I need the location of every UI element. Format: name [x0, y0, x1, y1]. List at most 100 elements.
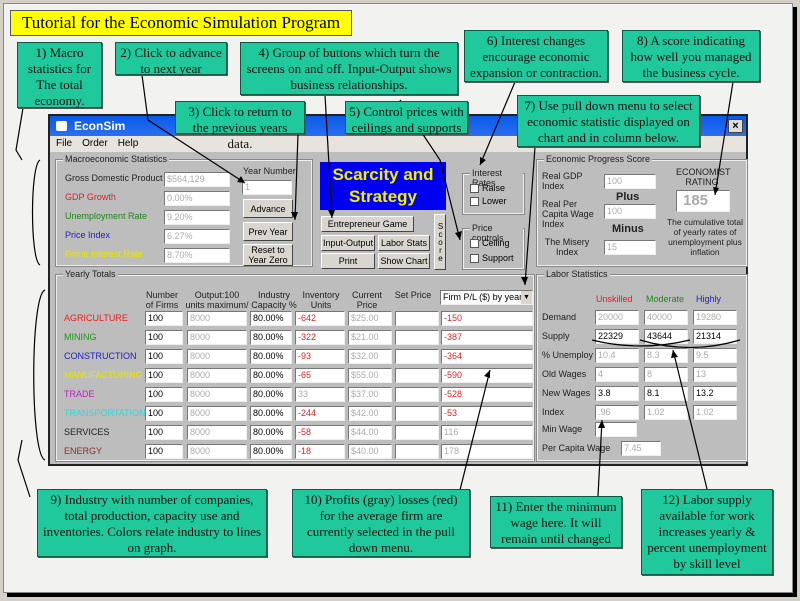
capacity-field: 80.00% — [250, 368, 292, 383]
labor-value-field[interactable]: 21314 — [693, 329, 737, 344]
set-price-input[interactable] — [395, 425, 439, 440]
menu-file[interactable]: File — [56, 138, 73, 149]
callout-8: 8) A score indicating how well you manag… — [622, 30, 760, 82]
set-price-input[interactable] — [395, 349, 439, 364]
industry-name: CONSTRUCTION — [64, 351, 137, 361]
labor-value-field[interactable]: 43644 — [644, 329, 688, 344]
output-field: 8000 — [187, 311, 247, 326]
raise-checkbox[interactable]: Raise — [470, 183, 505, 194]
advance-button[interactable]: Advance — [243, 199, 293, 218]
firms-input[interactable]: 100 — [145, 330, 183, 345]
callout-1: 1) Macro statistics for The total econom… — [17, 42, 102, 108]
statistic-dropdown[interactable]: Firm P/L ($) by year▼ — [440, 290, 533, 305]
ceiling-checkbox[interactable]: Ceiling — [470, 238, 510, 249]
set-price-input[interactable] — [395, 368, 439, 383]
min-wage-label: Min Wage — [542, 424, 583, 434]
output-field: 8000 — [187, 330, 247, 345]
price-controls-group: Price controls Ceiling Support — [462, 223, 525, 270]
set-price-input[interactable] — [395, 311, 439, 326]
show-chart-button[interactable]: Show Chart — [378, 253, 430, 269]
firms-input[interactable]: 100 — [145, 425, 183, 440]
firms-input[interactable]: 100 — [145, 406, 183, 421]
capacity-field: 80.00% — [250, 387, 292, 402]
logo-line2: Strategy — [348, 187, 418, 206]
inventory-field: -18 — [295, 444, 345, 459]
macro-label: Unemployment Rate — [65, 211, 148, 221]
set-price-input[interactable] — [395, 444, 439, 459]
profit-loss-field: -150 — [441, 311, 533, 326]
inventory-field: -65 — [295, 368, 345, 383]
moderate-header: Moderate — [646, 294, 685, 304]
gdp-field: $564,129 — [164, 172, 230, 187]
callout-6: 6) Interest changes encourage economic e… — [464, 30, 608, 82]
labor-row-label: Supply — [542, 331, 570, 341]
labor-value-field: 19280 — [693, 310, 737, 325]
capacity-field: 80.00% — [250, 444, 292, 459]
callout-3: 3) Click to return to the previous years… — [175, 101, 305, 151]
labor-row-label: % Unemploy — [542, 350, 594, 360]
inventory-field: -322 — [295, 330, 345, 345]
set-price-input[interactable] — [395, 387, 439, 402]
scarcity-strategy-logo: Scarcity and Strategy — [320, 162, 446, 210]
labor-value-field[interactable]: 8.1 — [644, 386, 688, 401]
labor-value-field[interactable]: 13.2 — [693, 386, 737, 401]
output-field: 8000 — [187, 368, 247, 383]
callout-10: 10) Profits (gray) losses (red) for the … — [292, 489, 470, 557]
highly-header: Highly — [696, 294, 722, 304]
labor-value-field[interactable]: 3.8 — [595, 386, 639, 401]
firms-input[interactable]: 100 — [145, 387, 183, 402]
set-price-input[interactable] — [395, 406, 439, 421]
real-wage-field: 100 — [604, 204, 656, 219]
labor-value-field[interactable]: 22329 — [595, 329, 639, 344]
lower-checkbox[interactable]: Lower — [470, 196, 507, 207]
labor-value-field: 1.02 — [693, 405, 737, 420]
min-wage-input[interactable] — [595, 422, 637, 437]
labor-stats-button[interactable]: Labor Stats — [378, 235, 430, 251]
firms-input[interactable]: 100 — [145, 444, 183, 459]
chevron-down-icon[interactable]: ▼ — [521, 291, 532, 304]
economic-progress-group: Economic Progress Score Real GDP Index 1… — [536, 154, 748, 267]
print-button[interactable]: Print — [321, 253, 375, 269]
firms-input[interactable]: 100 — [145, 311, 183, 326]
real-gdp-label: Real GDP Index — [542, 171, 583, 191]
menu-help[interactable]: Help — [117, 138, 139, 149]
firms-input[interactable]: 100 — [145, 368, 183, 383]
inventory-field: -93 — [295, 349, 345, 364]
rating-note: The cumulative total of yearly rates of … — [666, 217, 744, 257]
per-capita-wage-field: 7.45 — [621, 441, 661, 456]
profit-loss-field: -528 — [441, 387, 533, 402]
capacity-field: 80.00% — [250, 425, 292, 440]
support-label: Support — [482, 253, 514, 263]
score-button[interactable]: Score — [434, 214, 446, 270]
economist-rating-field: 185 — [676, 190, 730, 212]
rating-label: ECONOMIST RATING — [676, 167, 731, 187]
current-price-field: $25.00 — [348, 311, 392, 326]
reset-button[interactable]: Reset to Year Zero — [243, 244, 293, 266]
minus-label: Minus — [612, 223, 644, 235]
prev-year-button[interactable]: Prev Year — [243, 222, 293, 241]
year-number-label: Year Number — [243, 166, 296, 176]
labor-value-field: 13 — [693, 367, 737, 382]
entrepreneur-game-button[interactable]: Entrepreneur Game — [321, 216, 414, 232]
macro-label: GDP Growth — [65, 192, 116, 202]
input-output-button[interactable]: Input-Output — [321, 235, 375, 251]
current-price-field: $37.00 — [348, 387, 392, 402]
year-number-field: 1 — [242, 180, 292, 195]
callout-7: 7) Use pull down menu to select economic… — [517, 95, 700, 147]
per-capita-wage-label: Per Capita Wage — [542, 443, 611, 453]
support-checkbox[interactable]: Support — [470, 253, 514, 264]
menu-order[interactable]: Order — [82, 138, 108, 149]
callout-4: 4) Group of buttons which turn the scree… — [240, 42, 458, 95]
macro-label: Gross Domestic Product — [65, 173, 163, 183]
firms-input[interactable]: 100 — [145, 349, 183, 364]
group-label: Yearly Totals — [63, 269, 118, 279]
column-header: Inventory Units — [302, 290, 340, 310]
set-price-input[interactable] — [395, 330, 439, 345]
close-button[interactable]: × — [728, 119, 743, 133]
capacity-field: 80.00% — [250, 311, 292, 326]
output-field: 8000 — [187, 349, 247, 364]
labor-value-field: 8 — [644, 367, 688, 382]
labor-value-field: 1.02 — [644, 405, 688, 420]
column-header: Number of Firms — [145, 290, 179, 310]
output-field: 8000 — [187, 387, 247, 402]
